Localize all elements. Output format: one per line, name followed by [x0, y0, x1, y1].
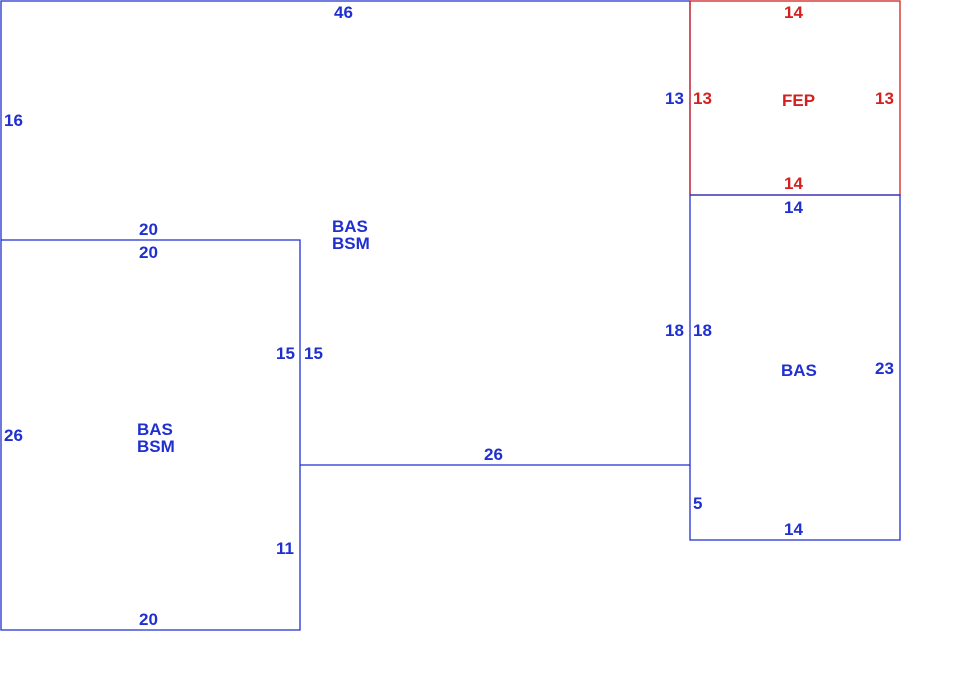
dim-right-left: 18	[693, 321, 712, 340]
dim-right-top: 14	[784, 198, 803, 217]
right-section-outline	[689, 194, 901, 541]
dim-left-upper: 16	[4, 111, 23, 130]
dim-right-bottom: 14	[784, 520, 803, 539]
area-label-main-bas: BAS	[332, 217, 368, 236]
dim-bottom-mid: 26	[484, 445, 503, 464]
dim-porch-right: 13	[875, 89, 894, 108]
dim-left-wing-inner-lower: 11	[276, 539, 294, 558]
dim-main-inner-upper: 15	[304, 344, 323, 363]
area-label-main-bsm: BSM	[332, 234, 370, 253]
dim-main-right-lower: 18	[665, 321, 684, 340]
dim-top: 46	[334, 3, 353, 22]
dim-left-wing-top-outer: 20	[139, 220, 158, 239]
dim-main-right-upper: 13	[665, 89, 684, 108]
dim-porch-bottom: 14	[784, 174, 803, 193]
dim-porch-top: 14	[784, 3, 803, 22]
dim-right-small: 5	[693, 494, 702, 513]
dim-porch-left: 13	[693, 89, 712, 108]
area-label-right-bas: BAS	[781, 361, 817, 380]
dim-left-wing-bottom: 20	[139, 610, 158, 629]
left-wing-outline	[0, 239, 301, 631]
area-label-left-bsm: BSM	[137, 437, 175, 456]
dim-left-wing-top-inner: 20	[139, 243, 158, 262]
dim-right-side: 23	[875, 359, 894, 378]
area-label-porch: FEP	[782, 91, 815, 110]
area-label-left-bas: BAS	[137, 420, 173, 439]
dim-left-wing-inner-upper: 15	[276, 344, 295, 363]
dim-left-wing-side: 26	[4, 426, 23, 445]
